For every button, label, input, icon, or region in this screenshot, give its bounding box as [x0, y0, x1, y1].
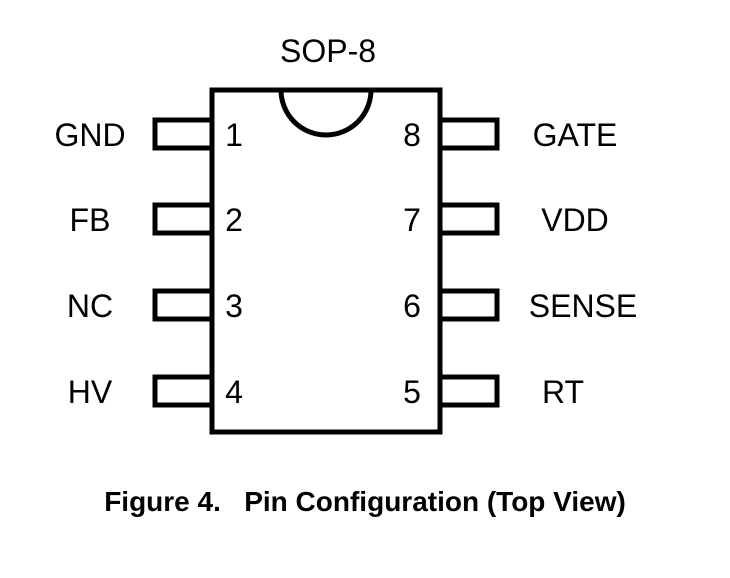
pin-number-7: 7	[403, 202, 421, 238]
pin-label-1: GND	[54, 117, 125, 153]
pin-lead-2	[152, 202, 215, 236]
pin-lead-4	[152, 374, 215, 408]
pin-label-5: RT	[542, 374, 584, 410]
pin-number-5: 5	[403, 374, 421, 410]
package-name: SOP-8	[280, 33, 376, 69]
pin-lead-6	[437, 288, 500, 322]
pin-number-1: 1	[225, 117, 243, 153]
figure-caption: Figure 4. Pin Configuration (Top View)	[104, 486, 626, 517]
pin-label-6: SENSE	[529, 288, 637, 324]
pin-number-6: 6	[403, 288, 421, 324]
pin-label-2: FB	[70, 202, 111, 238]
pin-label-7: VDD	[541, 202, 609, 238]
chip-body	[209, 87, 443, 435]
pin-label-8: GATE	[533, 117, 618, 153]
pin-lead-5	[437, 374, 500, 408]
pin-lead-7	[437, 202, 500, 236]
pin-lead-8	[437, 117, 500, 151]
pin-number-2: 2	[225, 202, 243, 238]
pin-number-8: 8	[403, 117, 421, 153]
pin-label-4: HV	[68, 374, 113, 410]
pin-lead-1	[152, 117, 215, 151]
orientation-notch	[278, 89, 374, 138]
pin-number-4: 4	[225, 374, 243, 410]
pin-lead-3	[152, 288, 215, 322]
pin-number-3: 3	[225, 288, 243, 324]
pin-label-3: NC	[67, 288, 113, 324]
